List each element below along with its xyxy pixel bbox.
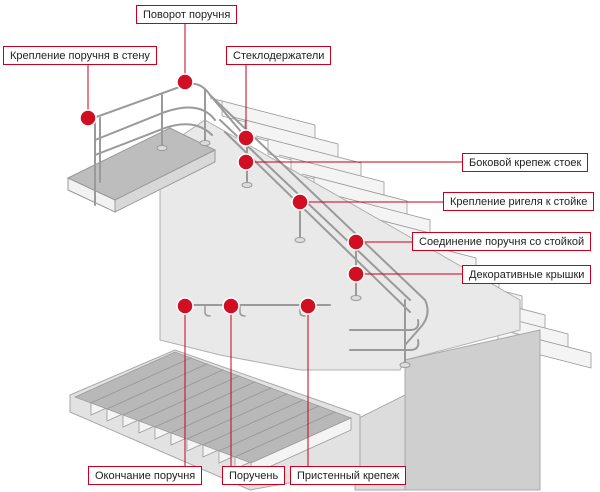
post-base <box>199 140 211 146</box>
post-base <box>241 182 253 188</box>
stair-rail-end-2 <box>349 339 420 351</box>
post-bases <box>156 140 411 368</box>
wall-bracket-3 <box>299 304 306 317</box>
label-handrail-end: Окончание поручня <box>88 466 203 485</box>
marker-side-post-mount[interactable] <box>237 153 255 171</box>
post-base <box>350 295 362 301</box>
landing-rail-2 <box>94 123 213 156</box>
upper-landing-side <box>114 149 216 213</box>
post-base <box>294 237 306 243</box>
label-handrail-turn: Поворот поручня <box>136 5 238 24</box>
post-base <box>156 145 168 151</box>
post-base <box>399 362 411 368</box>
marker-decor-caps[interactable] <box>347 265 365 283</box>
leader-lines <box>87 24 462 466</box>
label-rail-to-post: Крепление ригеля к стойке <box>443 192 595 211</box>
label-wall-bracket: Пристенный крепеж <box>290 466 407 485</box>
stair-handrail <box>209 94 429 346</box>
lower-stair-flight <box>73 351 353 476</box>
marker-handrail-post-joint[interactable] <box>347 233 365 251</box>
wall-bracket-1 <box>204 304 211 317</box>
marker-glass-holders[interactable] <box>237 129 255 147</box>
marker-wall-bracket[interactable] <box>299 297 317 315</box>
landing-rail-1 <box>94 106 216 141</box>
markers <box>79 73 365 315</box>
marker-handrail-end[interactable] <box>176 297 194 315</box>
stair-rail-1 <box>219 119 411 301</box>
label-wall-mount: Крепление поручня в стену <box>3 46 157 65</box>
marker-wall-mount[interactable] <box>79 109 97 127</box>
wall-bracket-2 <box>239 304 246 317</box>
marker-handrail[interactable] <box>222 297 240 315</box>
label-side-post-mount: Боковой крепеж стоек <box>462 153 589 172</box>
stair-rail-end-1 <box>349 319 420 331</box>
label-glass-holders: Стеклодержатели <box>226 46 332 65</box>
marker-rail-to-post[interactable] <box>291 193 309 211</box>
label-handrail-post-joint: Соединение поручня со стойкой <box>412 232 592 251</box>
label-handrail: Поручень <box>222 466 286 485</box>
label-decor-caps: Декоративные крышки <box>462 265 592 284</box>
marker-handrail-turn[interactable] <box>176 73 194 91</box>
